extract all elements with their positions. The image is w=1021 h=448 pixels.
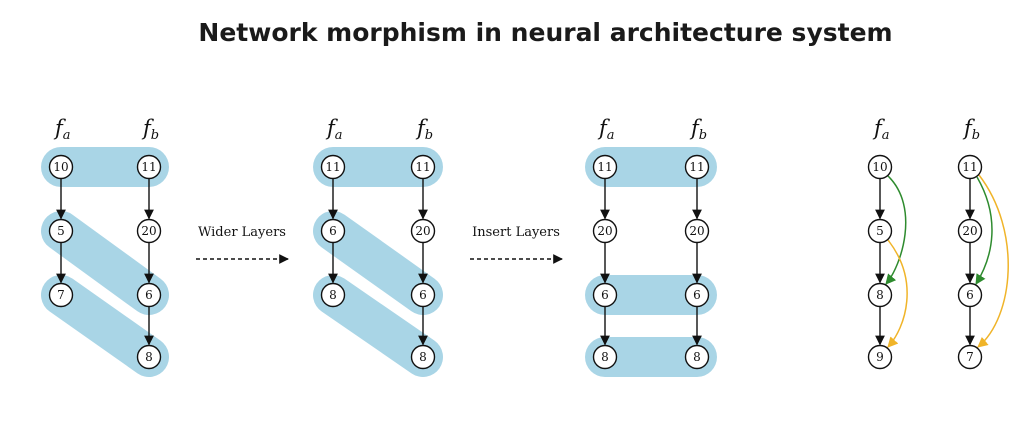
node-p3-fb-0-label: 11 — [689, 160, 704, 174]
node-p2-fa-0-label: 11 — [325, 160, 340, 174]
band-p2-diag-a — [313, 211, 443, 315]
node-p3-fb-1: 20 — [684, 218, 710, 244]
node-p4-fb-0-label: 11 — [962, 160, 977, 174]
fa-label-3: fa — [597, 116, 615, 143]
band-p1-diag-b — [41, 275, 169, 377]
node-p1-fb-2-label: 6 — [145, 288, 153, 302]
node-p1-fa-0-label: 10 — [53, 160, 68, 174]
fb-label-4: fb — [962, 116, 980, 143]
fa-label-1: fa — [53, 116, 71, 143]
node-p2-fa-2: 8 — [320, 282, 346, 308]
page-title: Network morphism in neural architecture … — [198, 18, 893, 47]
node-p4-fa-3: 9 — [867, 344, 893, 370]
node-p4-fb-0: 11 — [957, 154, 983, 180]
node-p2-fa-1: 6 — [320, 218, 346, 244]
node-p1-fb-3-label: 8 — [145, 350, 153, 364]
skip-fa-5-to-9 — [887, 239, 908, 348]
node-p1-fb-0: 11 — [136, 154, 162, 180]
node-p1-fb-1-label: 20 — [141, 224, 156, 238]
node-p1-fa-2-label: 7 — [57, 288, 65, 302]
skip-fb-11-to-6 — [975, 176, 993, 285]
node-p3-fa-2-label: 6 — [601, 288, 609, 302]
node-p3-fb-1-label: 20 — [689, 224, 704, 238]
band-p2-diag-b — [313, 275, 443, 377]
node-p3-fa-3-label: 8 — [601, 350, 609, 364]
node-p4-fb-1: 20 — [957, 218, 983, 244]
skip-fa-10-to-8 — [885, 175, 907, 285]
node-p3-fa-0: 11 — [592, 154, 618, 180]
node-p4-fa-0: 10 — [867, 154, 893, 180]
node-p1-fa-0: 10 — [48, 154, 74, 180]
node-p2-fb-3: 8 — [410, 344, 436, 370]
node-p2-fb-0: 11 — [410, 154, 436, 180]
node-p1-fb-3: 8 — [136, 344, 162, 370]
skip-fb-11-to-7 — [977, 174, 1009, 348]
node-p3-fb-3-label: 8 — [693, 350, 701, 364]
band-p1-diag-a — [41, 211, 169, 315]
fb-label-3: fb — [689, 116, 707, 143]
node-p2-fa-2-label: 8 — [329, 288, 337, 302]
node-p2-fb-2-label: 6 — [419, 288, 427, 302]
node-p3-fb-2-label: 6 — [693, 288, 701, 302]
node-p2-fb-3-label: 8 — [419, 350, 427, 364]
node-p4-fa-3-label: 9 — [876, 350, 884, 364]
op-insert-layers-label: Insert Layers — [472, 225, 560, 240]
node-p1-fb-0-label: 11 — [141, 160, 156, 174]
node-p3-fb-0: 11 — [684, 154, 710, 180]
fb-label-1: fb — [141, 116, 159, 143]
node-p4-fb-2-label: 6 — [966, 288, 974, 302]
node-p1-fb-2: 6 — [136, 282, 162, 308]
node-p4-fb-2: 6 — [957, 282, 983, 308]
node-p2-fb-1: 20 — [410, 218, 436, 244]
node-p3-fa-1: 20 — [592, 218, 618, 244]
node-p4-fa-2: 8 — [867, 282, 893, 308]
node-p2-fb-2: 6 — [410, 282, 436, 308]
node-p4-fb-3-label: 7 — [966, 350, 974, 364]
node-p2-fb-1-label: 20 — [415, 224, 430, 238]
fa-label-2: fa — [325, 116, 343, 143]
fa-label-4: fa — [872, 116, 890, 143]
node-p4-fa-1: 5 — [867, 218, 893, 244]
fb-label-2: fb — [415, 116, 433, 143]
node-p2-fb-0-label: 11 — [415, 160, 430, 174]
node-p1-fa-1-label: 5 — [57, 224, 65, 238]
node-p4-fb-3: 7 — [957, 344, 983, 370]
node-p4-fa-2-label: 8 — [876, 288, 884, 302]
node-p3-fa-2: 6 — [592, 282, 618, 308]
op-wider-layers-label: Wider Layers — [198, 225, 286, 240]
node-p3-fa-1-label: 20 — [597, 224, 612, 238]
node-p2-fa-0: 11 — [320, 154, 346, 180]
node-p4-fa-1-label: 5 — [876, 224, 884, 238]
node-p3-fa-0-label: 11 — [597, 160, 612, 174]
node-p4-fb-1-label: 20 — [962, 224, 977, 238]
node-p4-fa-0-label: 10 — [872, 160, 887, 174]
node-p3-fb-2: 6 — [684, 282, 710, 308]
node-p2-fa-1-label: 6 — [329, 224, 337, 238]
node-p1-fa-1: 5 — [48, 218, 74, 244]
node-p1-fb-1: 20 — [136, 218, 162, 244]
node-p1-fa-2: 7 — [48, 282, 74, 308]
node-p3-fa-3: 8 — [592, 344, 618, 370]
node-p3-fb-3: 8 — [684, 344, 710, 370]
